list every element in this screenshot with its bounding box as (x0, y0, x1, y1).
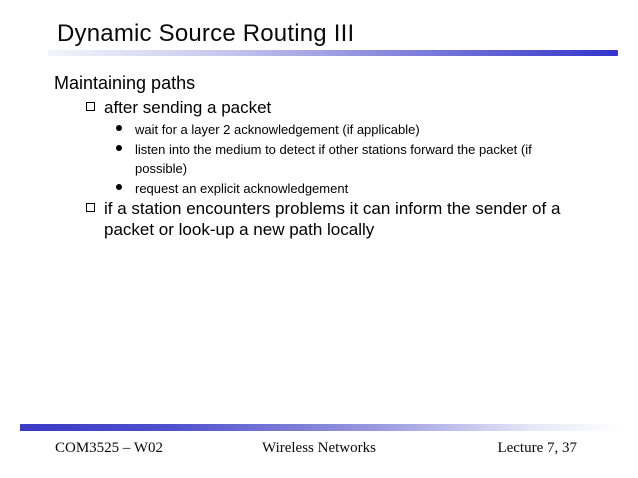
bullet-item: if a station encounters problems it can … (86, 199, 566, 240)
sub-bullet-label: listen into the medium to detect if othe… (135, 141, 532, 177)
dot-bullet-icon (116, 144, 122, 151)
sub-bullet-item: listen into the medium to detect if othe… (116, 140, 556, 179)
footer-course-name: Wireless Networks (262, 440, 376, 456)
square-bullet-icon (86, 102, 95, 111)
sub-bullet-list: wait for a layer 2 acknowledgement (if a… (116, 120, 556, 198)
sub-bullet-item: wait for a layer 2 acknowledgement (if a… (116, 120, 556, 140)
dot-bullet-icon (116, 183, 122, 190)
bullet-item-label: after sending a packet (104, 98, 272, 117)
slide-title: Dynamic Source Routing III (57, 20, 355, 47)
bullet-item-label: if a station encounters problems it can … (104, 199, 561, 239)
sub-bullet-item: request an explicit acknowledgement (116, 179, 556, 199)
footer-lecture-page: Lecture 7, 37 (497, 440, 577, 456)
sub-bullet-label: wait for a layer 2 acknowledgement (if a… (135, 122, 420, 137)
footer-gradient-bar (20, 424, 620, 431)
body-heading: Maintaining paths (54, 73, 196, 93)
dot-bullet-icon (116, 125, 122, 131)
square-bullet-icon (86, 203, 95, 212)
bullet-item: after sending a packet (86, 98, 566, 119)
title-underline-gradient (48, 50, 618, 56)
sub-bullet-label: request an explicit acknowledgement (135, 180, 349, 196)
footer-course-code: COM3525 – W02 (55, 440, 164, 456)
